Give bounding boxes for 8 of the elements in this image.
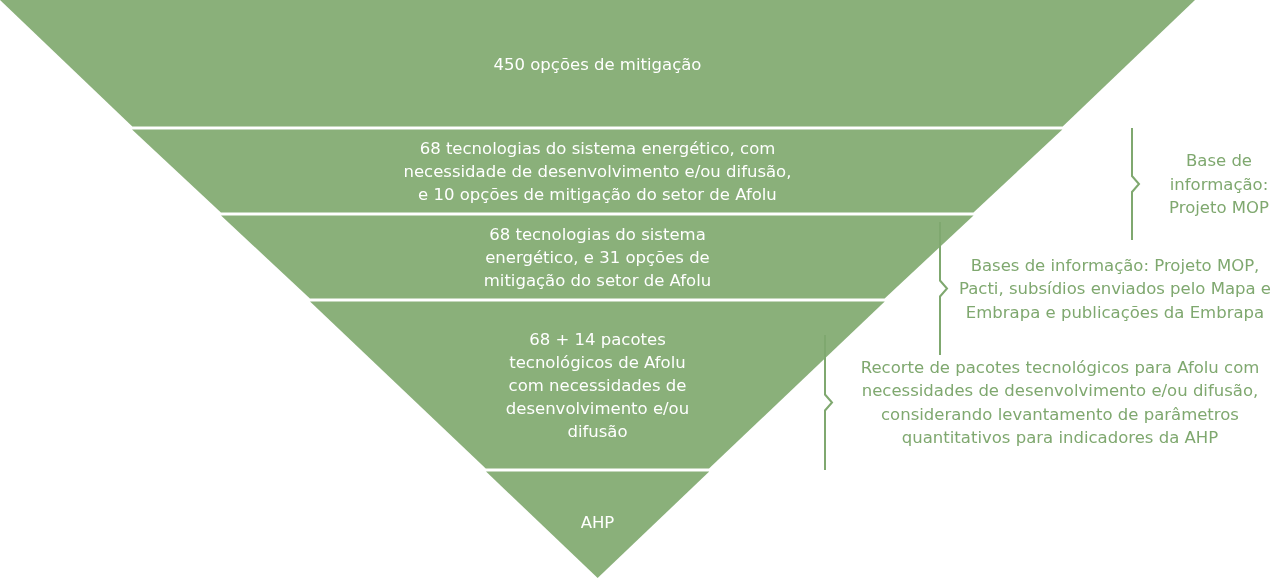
band-text: 68 tecnologias do sistema energético, e 31 opções de mitigação do setor de Afolu — [482, 223, 713, 292]
band-text: 450 opções de mitigação — [492, 53, 703, 76]
band-text: AHP — [579, 511, 616, 534]
side-note: Base de informação: Projeto MOP — [1168, 149, 1270, 219]
side-note: Bases de informação: Projeto MOP, Pacti, subsídios enviados pelo Mapa e Embrapa e publicações da Embrapa — [958, 254, 1272, 324]
band-text: 68 tecnologias do sistema energético, com necessidade de desenvolvimento e/ou difusão, e 10 opções de mitigação do setor de Afolu — [402, 137, 793, 206]
band-text: 68 + 14 pacotes tecnológicos de Afolu com necessidades de desenvolvimento e/ou difusão — [504, 328, 691, 443]
side-note: Recorte de pacotes tecnológicos para Afolu com necessidades de desenvolvimento e/ou difusão, considerando levantamento de parâmetros quantitativos para indicadores da AHP — [859, 356, 1261, 449]
